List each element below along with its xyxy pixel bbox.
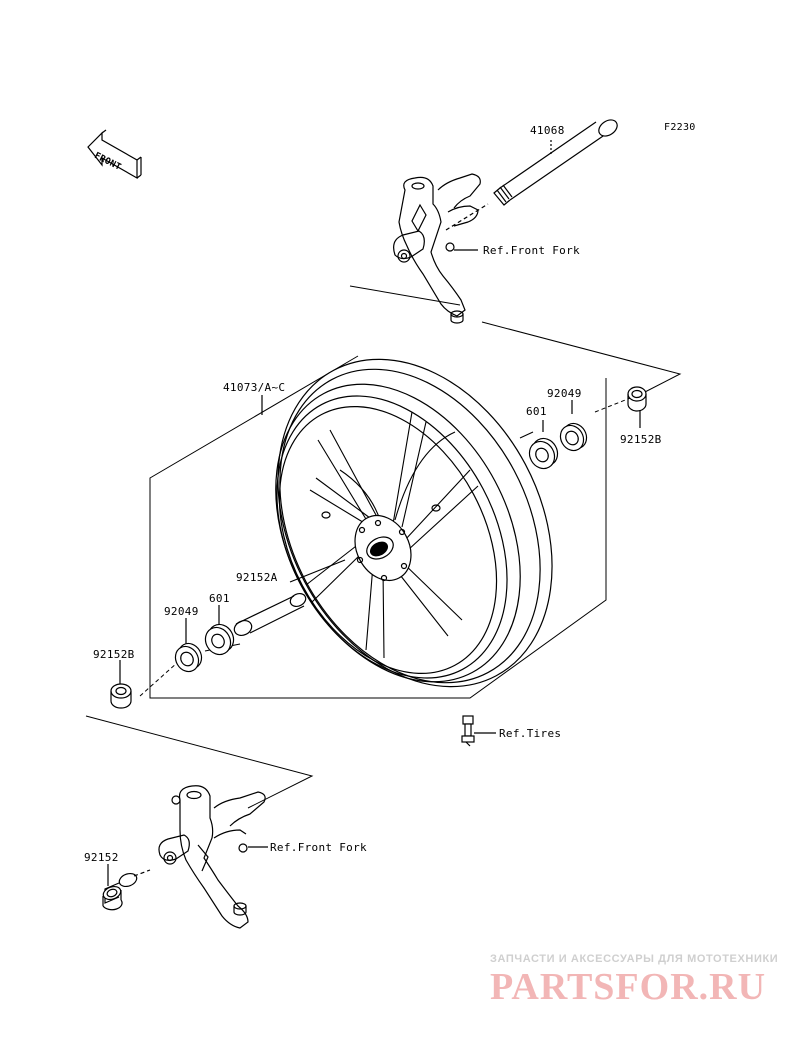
part-41068-label: 41068 [530,124,565,137]
ref-front-fork-lower-label: Ref.Front Fork [270,841,367,854]
part-92152b-right-label: 92152B [620,433,662,446]
part-601-left-label: 601 [209,592,230,605]
front-fork-upper-shape [393,173,481,324]
spacer-shape [233,592,307,636]
part-601-right-label: 601 [526,405,547,418]
valve-shape [461,715,475,747]
seal-left-shape [174,642,203,673]
part-92152a-label: 92152A [236,571,278,584]
bearing-right-shape [528,437,559,470]
collar-left-shape [110,683,132,709]
part-92049-right-label: 92049 [547,387,582,400]
part-92049-left-label: 92049 [164,605,199,618]
bearing-left-shape [204,623,235,656]
axle-shape [493,119,618,206]
watermark-tagline: ЗАПЧАСТИ И АКСЕССУАРЫ ДЛЯ МОТОТЕХНИКИ [490,953,779,965]
part-92152-label: 92152 [84,851,119,864]
part-41073-label: 41073/A~C [223,381,286,394]
front-fork-lower-shape [158,785,266,929]
part-92152b-left-label: 92152B [93,648,135,661]
collar-bottom-shape [102,872,138,911]
ref-front-fork-upper-label: Ref.Front Fork [483,244,580,257]
watermark-logo: PARTSFOR.RU [490,966,767,1008]
wheel-shape [275,358,553,688]
front-arrow-icon [87,129,142,180]
ref-tires-label: Ref.Tires [499,727,562,740]
seal-right-shape [559,422,588,452]
guide-lines [85,285,682,809]
diagram-code: F2230 [664,122,696,133]
collar-right-shape [627,386,647,412]
